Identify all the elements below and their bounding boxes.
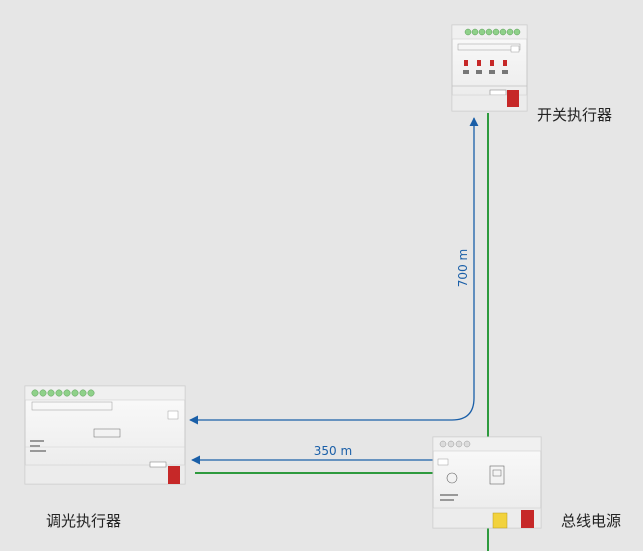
power-terminal xyxy=(492,512,508,529)
terminal-block xyxy=(31,389,95,397)
terminal-screws xyxy=(439,440,471,448)
bus-connector xyxy=(521,510,534,528)
power-supply-device xyxy=(432,436,542,529)
distance-label-350m: 350 m xyxy=(314,444,352,458)
terminal-block xyxy=(464,28,521,36)
dimmer-actuator-device xyxy=(24,385,186,485)
distance-label-700m: 700 m xyxy=(456,249,470,287)
dimmer-actuator-label: 调光执行器 xyxy=(46,512,122,530)
switch-actuator-label: 开关执行器 xyxy=(537,106,613,124)
bus-connector xyxy=(168,466,180,484)
distance-arrow-700m xyxy=(433,117,479,421)
channel-buttons xyxy=(463,60,508,74)
power-supply-label: 总线电源 xyxy=(561,512,622,530)
switch-actuator-device xyxy=(451,24,528,112)
distance-arrows: 700 m 350 m xyxy=(189,117,479,465)
